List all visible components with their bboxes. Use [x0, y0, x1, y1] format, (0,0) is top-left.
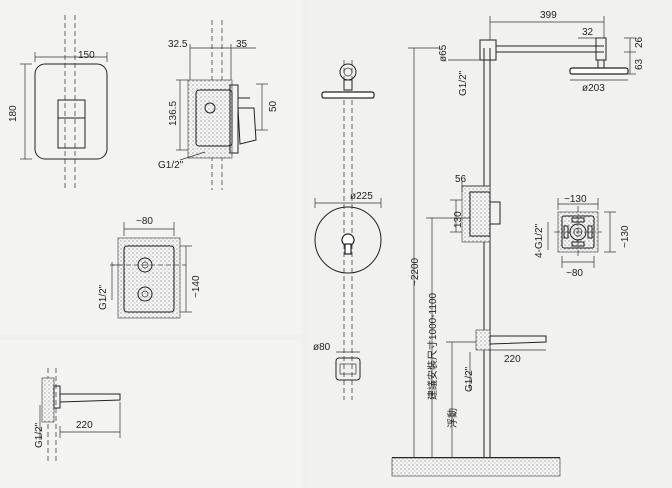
mixer-height-label: 180: [8, 105, 19, 122]
total-height-label: ~2200: [410, 257, 421, 286]
pipe-thread-label: G1/2": [458, 70, 469, 96]
escutcheon-dia-label: ø225: [350, 191, 373, 202]
head-width-label: 63: [634, 58, 645, 70]
box-thread-label: G1/2": [98, 284, 109, 310]
valve-box-height: ~130: [620, 225, 631, 248]
mixer-width-label: 150: [78, 50, 95, 61]
spout-thread-label: G1/2": [34, 422, 45, 448]
shower-outlet: [335, 357, 361, 381]
side-shower-head: [569, 67, 629, 75]
float-label: 浮動: [446, 408, 459, 428]
spout-length-label: 220: [76, 420, 93, 431]
install-height-label: 建議安裝尺寸1000-1100: [426, 292, 439, 400]
box-width-label: ~80: [136, 216, 153, 227]
side-handle-label: 50: [268, 100, 279, 112]
pipe-dia-label: ø65: [438, 44, 449, 62]
side-height-label: 136.5: [168, 101, 179, 126]
riser-top-bracket: [479, 39, 497, 61]
mixer-box-view: ~80 ~140 G1/2": [98, 216, 202, 319]
arm-length-label: 399: [540, 10, 557, 21]
valve-handle: [489, 201, 501, 225]
head-dia-label: ø203: [582, 83, 605, 94]
side-spout-length: 220: [504, 354, 521, 365]
side-depth-1: 32.5: [168, 39, 188, 50]
arm-offset-label: 32: [582, 27, 594, 38]
valve-box-thread: 4-G1/2": [534, 223, 545, 258]
shower-side-view: 399 32 26 63 ø203 ø65 G1/2" 56 130 220: [391, 10, 645, 477]
valve-height-label: 130: [453, 211, 464, 228]
valve-box-width-top: ~130: [564, 194, 587, 205]
floor: [391, 457, 561, 477]
head-height-label: 26: [634, 36, 645, 48]
wall-section: [187, 79, 233, 159]
side-thread-label: G1/2": [158, 160, 184, 171]
valve-box-view: ~130 ~130 ~80 4-G1/2": [534, 194, 631, 279]
outlet-dia-label: ø80: [313, 342, 331, 353]
mixer-front-view: 150 180: [8, 15, 108, 190]
panel-shower: [306, 0, 672, 488]
shower-head-profile: [321, 91, 375, 99]
valve-escutcheon: [314, 206, 382, 274]
shower-front-view: ø225 ø80: [313, 60, 382, 400]
box-height-label: ~140: [191, 275, 202, 298]
mixer-side-view: 32.5 35 136.5 50 G1/2": [158, 20, 279, 190]
side-spout-thread: G1/2": [464, 366, 475, 392]
side-depth-2: 35: [236, 39, 248, 50]
valve-width-label: 56: [455, 174, 467, 185]
valve-box-width-bot: ~80: [566, 268, 583, 279]
spout-side-view: 220 G1/2": [34, 368, 121, 462]
